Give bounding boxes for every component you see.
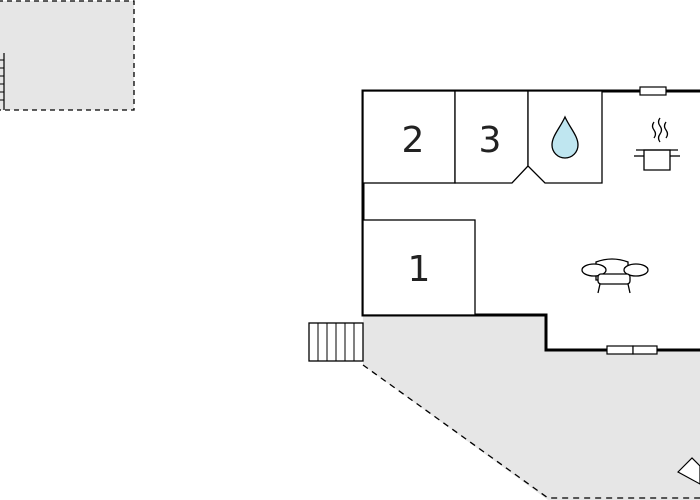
- bathroom: [527, 90, 603, 184]
- stairs-icon: [308, 322, 364, 362]
- terrace-furniture: [677, 457, 700, 485]
- room-1: 1: [362, 219, 476, 316]
- room-2-label: 2: [402, 120, 425, 161]
- terrace: [362, 315, 700, 500]
- water-drop-icon: [551, 115, 579, 159]
- room-3: 3: [454, 90, 529, 184]
- room-3-label: 3: [479, 120, 502, 161]
- room-2: 2: [362, 90, 456, 184]
- cooking-pot-icon: [634, 117, 680, 171]
- windows: [606, 86, 667, 355]
- sofa-icon: [581, 258, 649, 294]
- shed: [0, 0, 135, 111]
- room-1-label: 1: [408, 249, 431, 290]
